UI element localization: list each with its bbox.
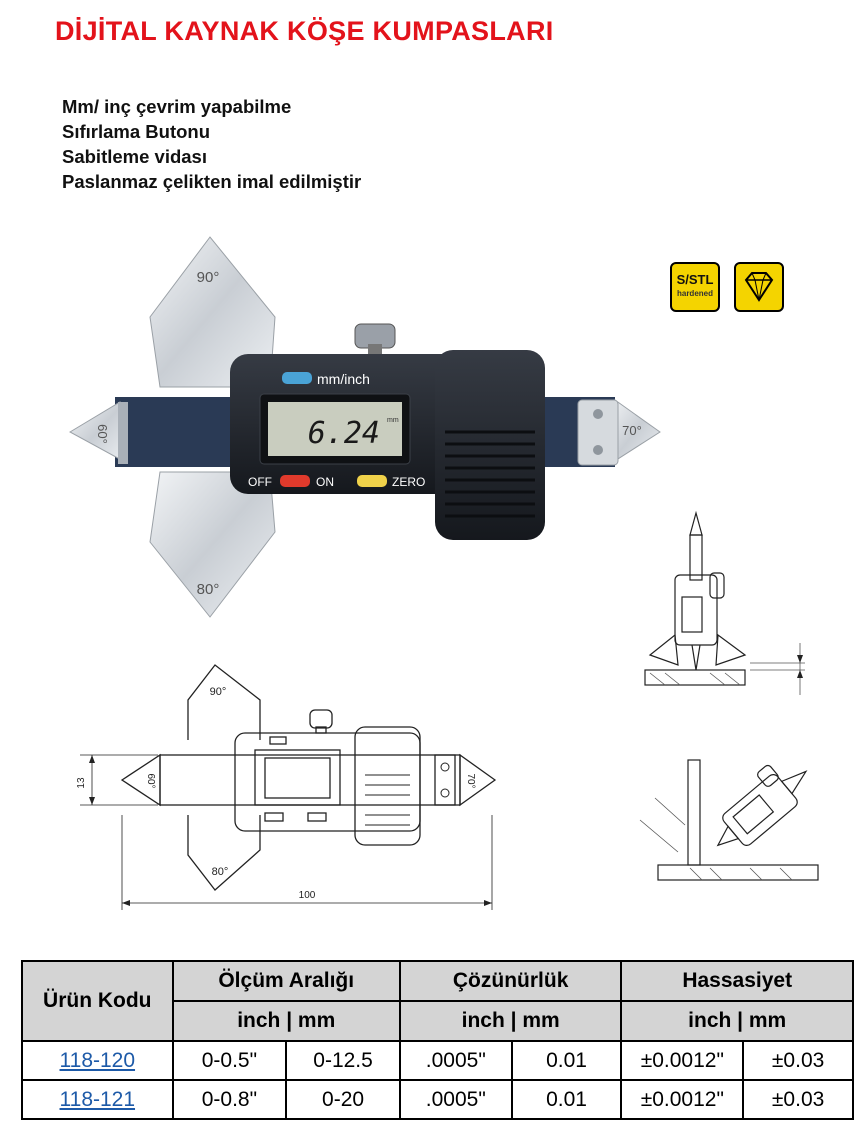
- page-title: DİJİTAL KAYNAK KÖŞE KUMPASLARI: [55, 16, 554, 46]
- header-range: Ölçüm Aralığı: [171, 960, 401, 1002]
- lcd-screen: [268, 402, 402, 456]
- drawing-angle-top: 90°: [210, 686, 227, 698]
- product-code-link[interactable]: 118-121: [59, 1087, 136, 1111]
- badge-hardened-text: hardened: [676, 289, 713, 298]
- header-resolution-units: inch | mm: [398, 1000, 623, 1042]
- spec-table: Ürün Kodu Ölçüm Aralığı Çözünürlük Hassa…: [21, 960, 854, 1120]
- upper-blade: [149, 236, 276, 388]
- usage-diagram-vertical: [644, 510, 805, 695]
- accuracy-mm-cell: ±0.03: [742, 1079, 854, 1120]
- header-product-code: Ürün Kodu: [21, 960, 174, 1042]
- mode-label: mm/inch: [317, 371, 370, 387]
- header-accuracy: Hassasiyet: [620, 960, 854, 1002]
- feature-item: Sabitleme vidası: [62, 146, 207, 167]
- badge-sstl-text: S/STL: [676, 272, 714, 287]
- table-row: 118-120 0-0.5" 0-12.5 .0005" 0.01 ±0.001…: [21, 1040, 854, 1081]
- lcd-reading: 6.24: [308, 416, 380, 451]
- lower-blade: [149, 471, 276, 618]
- table-row: 118-121 0-0.8" 0-20 .0005" 0.01 ±0.0012"…: [21, 1079, 854, 1120]
- product-photo: 90° 80° 60° 70° mm/inch 6.24 mm OFF ON Z…: [68, 236, 661, 618]
- usage-diagram-angled: [639, 759, 819, 881]
- accuracy-inch-cell: ±0.0012": [620, 1079, 745, 1120]
- header-resolution: Çözünürlük: [398, 960, 623, 1002]
- angle-label-left: 60°: [95, 424, 110, 444]
- range-mm-cell: 0-12.5: [285, 1040, 401, 1081]
- diamond-icon: [744, 272, 774, 302]
- technical-drawing: 13 100 90° 80° 60° 70°: [76, 664, 497, 910]
- sstl-hardened-badge: S/STL hardened: [670, 262, 720, 312]
- off-label: OFF: [248, 475, 272, 489]
- feature-item: Sıfırlama Butonu: [62, 121, 211, 142]
- lcd-unit: mm: [387, 417, 399, 424]
- on-label: ON: [316, 475, 334, 489]
- product-code-cell: 118-121: [21, 1079, 174, 1120]
- resolution-inch-cell: .0005": [398, 1040, 513, 1081]
- mode-button: [282, 372, 312, 384]
- header-range-units: inch | mm: [171, 1000, 401, 1042]
- angle-label-bottom: 80°: [197, 581, 220, 598]
- range-inch-cell: 0-0.5": [171, 1040, 288, 1081]
- zero-button: [357, 475, 387, 487]
- dim-height-label: 13: [76, 777, 87, 789]
- drawing-angle-left: 60°: [145, 773, 156, 788]
- resolution-mm-cell: 0.01: [510, 1079, 623, 1120]
- accuracy-inch-cell: ±0.0012": [620, 1040, 745, 1081]
- dim-length-label: 100: [299, 890, 316, 901]
- diamond-badge: [734, 262, 784, 312]
- header-accuracy-units: inch | mm: [620, 1000, 854, 1042]
- on-off-button: [280, 475, 310, 487]
- product-code-cell: 118-120: [21, 1040, 174, 1081]
- product-code-link[interactable]: 118-120: [59, 1048, 136, 1072]
- feature-item: Mm/ inç çevrim yapabilme: [62, 96, 292, 117]
- drawing-angle-bottom: 80°: [212, 866, 229, 878]
- drawing-angle-right: 70°: [465, 773, 476, 788]
- accuracy-mm-cell: ±0.03: [742, 1040, 854, 1081]
- resolution-mm-cell: 0.01: [510, 1040, 623, 1081]
- feature-item: Paslanmaz çelikten imal edilmiştir: [62, 171, 362, 192]
- zero-label: ZERO: [392, 475, 425, 489]
- angle-label-top: 90°: [197, 269, 220, 286]
- angle-label-right: 70°: [622, 423, 642, 438]
- feature-list: Mm/ inç çevrim yapabilme Sıfırlama Buton…: [62, 94, 361, 194]
- range-mm-cell: 0-20: [285, 1079, 401, 1120]
- resolution-inch-cell: .0005": [398, 1079, 513, 1120]
- range-inch-cell: 0-0.8": [171, 1079, 288, 1120]
